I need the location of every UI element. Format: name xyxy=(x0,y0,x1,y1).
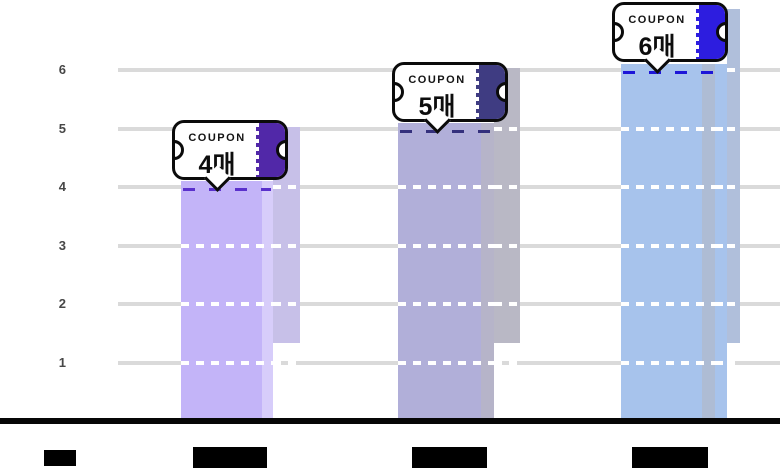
bar-top-accent-dash xyxy=(400,129,492,133)
bar-front-strip xyxy=(715,64,727,418)
gridline-dash-overlay xyxy=(181,361,273,366)
x-axis-label-3-redacted xyxy=(632,447,708,468)
gridline-dash-overlay xyxy=(181,243,273,248)
gridline-dash-overlay xyxy=(398,243,494,248)
gridline-dash-overlay xyxy=(727,361,740,366)
y-tick-label: 3 xyxy=(58,237,66,253)
gridline-dash-overlay xyxy=(715,185,727,190)
gridline-dash-overlay xyxy=(273,302,300,307)
gridline-dash-overlay xyxy=(727,185,740,190)
gridline-dash-overlay xyxy=(621,185,715,190)
gridline-dash-overlay xyxy=(621,361,715,366)
gridline-dash-overlay xyxy=(273,185,300,190)
y-tick-label: 5 xyxy=(58,120,66,136)
gridline-dash-overlay xyxy=(398,185,494,190)
gridline-dash-overlay xyxy=(715,126,727,131)
ticket-perforation-icon xyxy=(256,123,259,177)
gridline-dash-overlay xyxy=(494,243,520,248)
ticket-perforation-icon xyxy=(476,65,479,119)
gridline-dash-overlay xyxy=(715,302,727,307)
bar-front xyxy=(621,64,715,418)
y-axis-unit-label-redacted xyxy=(44,450,76,466)
bar-front xyxy=(181,181,273,418)
coupon-word-label: COUPON xyxy=(628,14,686,26)
gridline-dash-overlay xyxy=(727,302,740,307)
gridline-dash-overlay xyxy=(727,68,740,73)
bar-top-accent-dash xyxy=(183,188,271,192)
ticket-notch-icon xyxy=(276,140,285,160)
coupon-ticket: COUPON6매 xyxy=(612,2,728,62)
gridline-dash-overlay xyxy=(398,361,494,366)
gridline-dash-overlay xyxy=(621,302,715,307)
y-tick-label: 4 xyxy=(58,179,66,195)
gridline-dash-overlay xyxy=(494,302,520,307)
gridline-dash-overlay xyxy=(494,126,520,131)
coupon-badge: COUPON6매 xyxy=(612,2,728,74)
gridline-dash-overlay xyxy=(715,243,727,248)
bar-front xyxy=(398,122,494,418)
gridline-dash-overlay xyxy=(398,302,494,307)
coupon-ticket: COUPON5매 xyxy=(392,62,508,122)
y-tick-label: 1 xyxy=(58,355,66,371)
x-axis-line xyxy=(0,418,780,424)
x-axis-label-1-redacted xyxy=(193,447,267,468)
coupon-ticket: COUPON4매 xyxy=(172,120,288,180)
bar-back xyxy=(727,9,740,366)
gridline-dash-overlay xyxy=(494,361,520,366)
gridline-dash-overlay xyxy=(715,361,727,366)
gridline-dash-overlay xyxy=(494,185,520,190)
gridline-dash-overlay xyxy=(621,126,715,131)
ticket-notch-icon xyxy=(496,82,505,102)
ticket-notch-icon xyxy=(716,22,725,42)
ticket-perforation-icon xyxy=(696,5,699,59)
coupon-word-label: COUPON xyxy=(408,74,466,86)
coupon-word-label: COUPON xyxy=(188,132,246,144)
bar-top-accent-dash xyxy=(623,71,713,75)
coupon-badge: COUPON5매 xyxy=(392,62,508,134)
gridline-dash-overlay xyxy=(727,243,740,248)
gridline-dash-overlay xyxy=(727,126,740,131)
x-axis-label-2-redacted xyxy=(412,447,487,468)
gridline-dash-overlay xyxy=(621,243,715,248)
gridline-dash-overlay xyxy=(273,361,300,366)
gridline-dash-overlay xyxy=(181,302,273,307)
y-tick-label: 6 xyxy=(58,62,66,78)
coupon-badge: COUPON4매 xyxy=(172,120,288,192)
y-tick-label: 2 xyxy=(58,296,66,312)
gridline-dash-overlay xyxy=(273,243,300,248)
